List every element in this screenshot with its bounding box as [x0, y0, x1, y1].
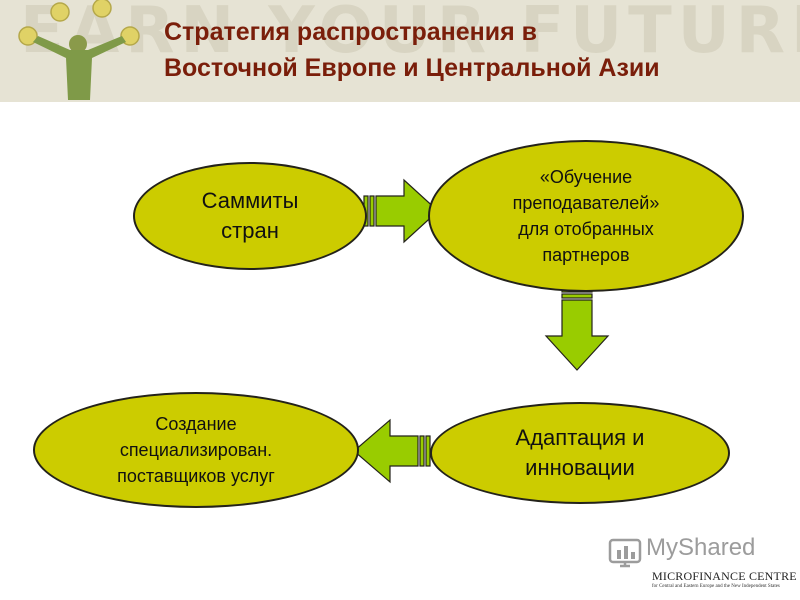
- node-trainer-training-line-1: «Обучение: [539, 167, 633, 187]
- header-watermark: EARN YOUR FUTURE: [20, 0, 800, 68]
- node-specialized-providers-line-2: специализирован.: [119, 440, 273, 460]
- node-trainer-training-line-3: для отобранных: [518, 219, 654, 239]
- node-specialized-providers-line-1: Создание: [155, 414, 237, 434]
- node-specialized-providers-line-3: поставщиков услуг: [117, 466, 275, 486]
- node-specialized-providers: Создание специализирован. поставщиков ус…: [33, 392, 359, 508]
- node-country-summits: Саммиты стран: [133, 162, 367, 270]
- node-adaptation-innovation-line-1: Адаптация и: [515, 425, 645, 450]
- chart-icon: [608, 538, 642, 568]
- arrow-down: [544, 287, 610, 371]
- header-band: EARN YOUR FUTURE Стратегия распространен…: [0, 0, 800, 102]
- node-adaptation-innovation: Адаптация и инновации: [430, 402, 730, 504]
- footer-logo: MyShared MICROFINANCE CENTRE for Central…: [606, 532, 800, 600]
- node-country-summits-line-2: стран: [221, 218, 279, 243]
- slide-title: Стратегия распространения в Восточной Ев…: [164, 14, 784, 86]
- slide-title-line-2: Восточной Европе и Центральной Азии: [164, 54, 660, 82]
- coins-figure-logo: [18, 0, 140, 100]
- node-trainer-training-line-4: партнеров: [542, 245, 630, 265]
- arrow-right: [363, 178, 439, 244]
- microfinance-centre-subtitle: for Central and Eastern Europe and the N…: [652, 584, 780, 589]
- arrow-left: [353, 418, 431, 484]
- node-adaptation-innovation-line-2: инновации: [525, 455, 635, 480]
- node-trainer-training: «Обучение преподавателей» для отобранных…: [428, 140, 744, 292]
- myshared-watermark: MyShared: [646, 534, 756, 561]
- slide-title-line-1: Стратегия распространения в: [164, 18, 538, 46]
- node-country-summits-line-1: Саммиты: [201, 188, 299, 213]
- microfinance-centre-name: MICROFINANCE CENTRE: [652, 569, 797, 583]
- node-trainer-training-line-2: преподавателей»: [512, 193, 660, 213]
